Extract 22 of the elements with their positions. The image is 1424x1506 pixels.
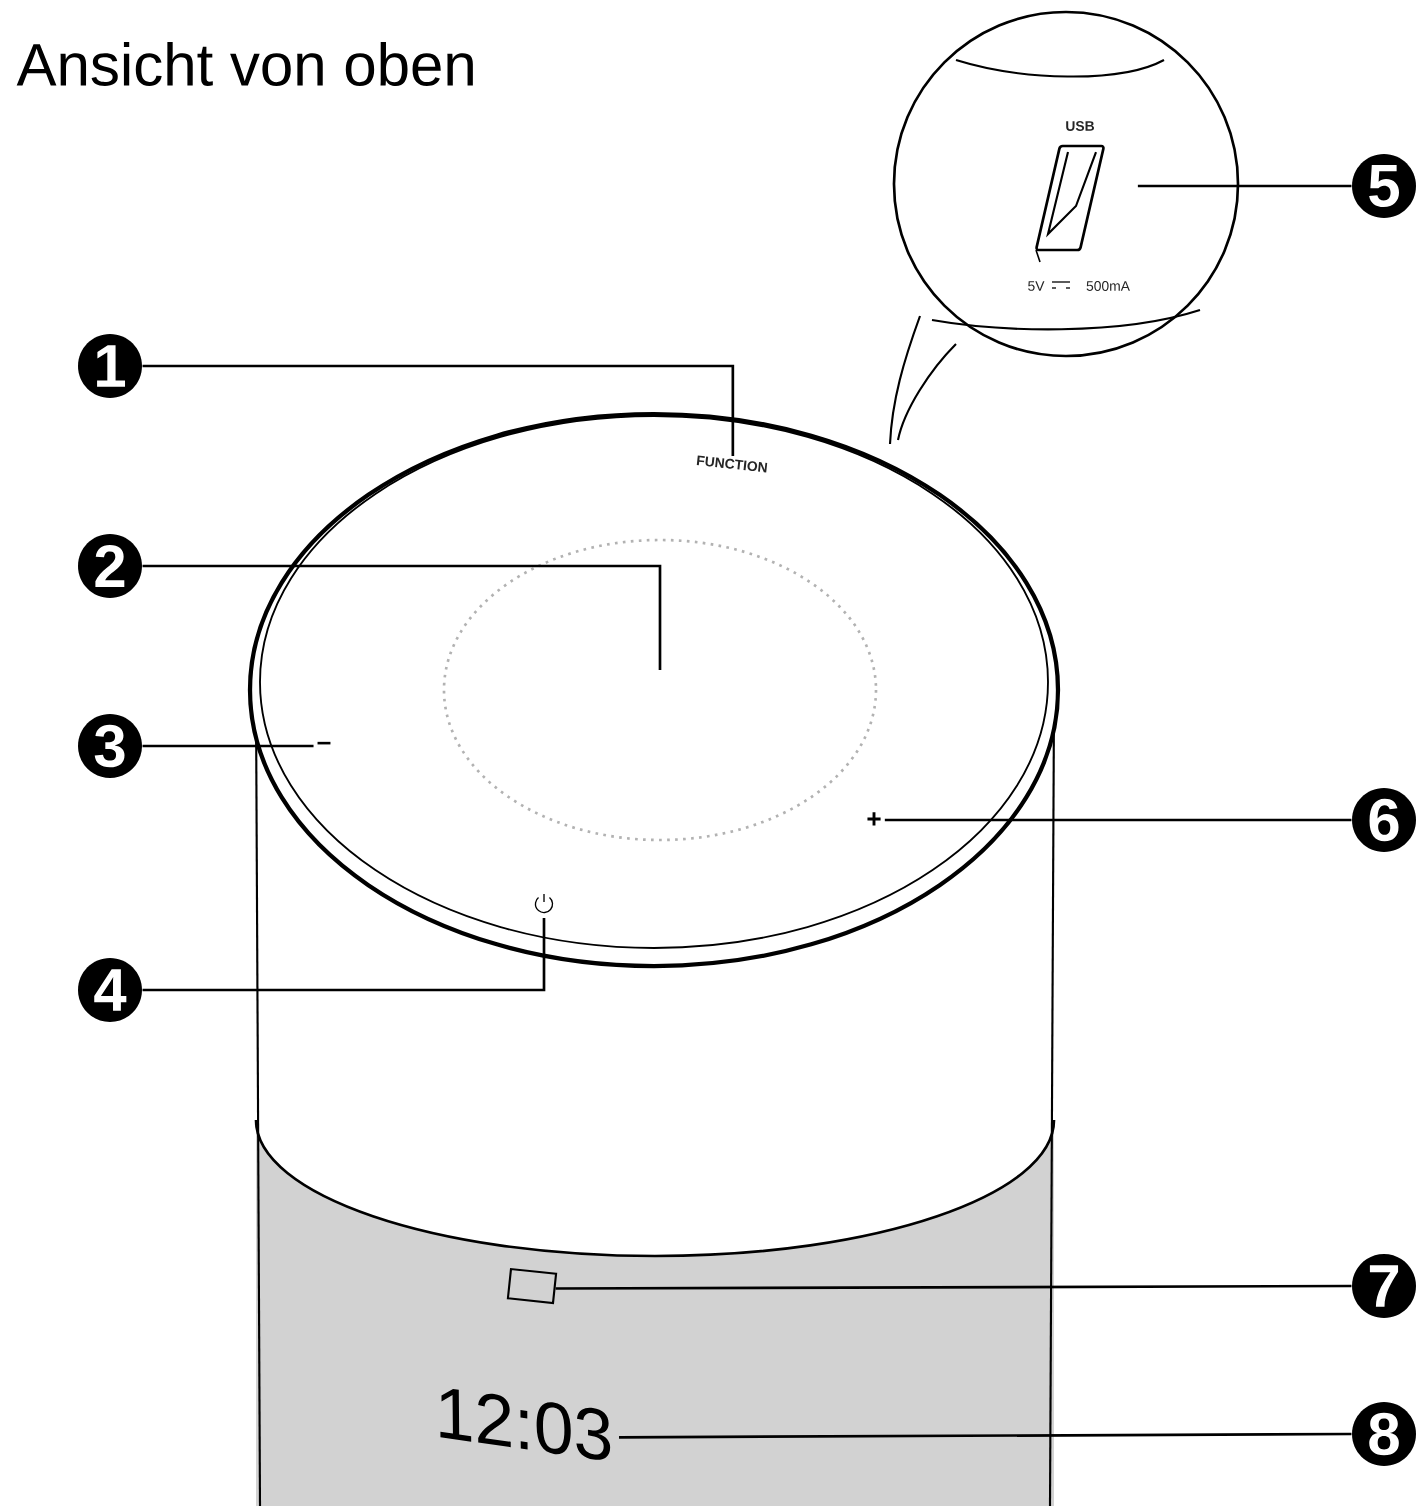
callout-number: 4 xyxy=(78,958,142,1022)
leader-line xyxy=(142,364,735,456)
leader-line xyxy=(619,1432,1352,1439)
leader-line xyxy=(555,1284,1352,1290)
leader-line xyxy=(142,917,546,992)
button-symbol: – xyxy=(317,741,331,745)
power-symbol xyxy=(534,893,554,914)
callout-number: 3 xyxy=(78,714,142,778)
leader-line xyxy=(1137,184,1352,188)
title: Ansicht von oben xyxy=(16,41,473,87)
callout-number: 6 xyxy=(1352,788,1416,852)
leader-line xyxy=(142,564,662,670)
callout-number: 1 xyxy=(78,334,142,398)
callout-number: 8 xyxy=(1352,1402,1416,1466)
callout-number: 2 xyxy=(78,534,142,598)
leader-line xyxy=(142,744,314,748)
callout-number: 7 xyxy=(1352,1254,1416,1318)
clock-display: 12:03 xyxy=(440,1389,611,1460)
sensor-window xyxy=(506,1267,558,1305)
button-symbol: + xyxy=(867,812,881,826)
callout-number: 5 xyxy=(1352,154,1416,218)
leader-line xyxy=(884,818,1352,822)
